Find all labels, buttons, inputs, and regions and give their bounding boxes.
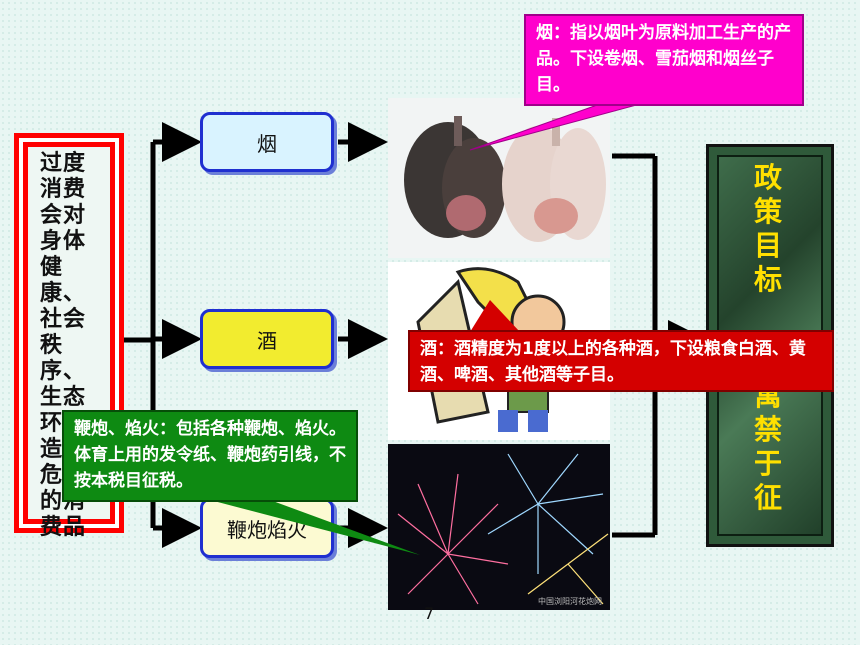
left-category-box: 过度消费会对身体健康、社会秩序、生态环境造成危害的消费品 <box>14 133 124 540</box>
policy-goal-text: 寓禁于征 <box>753 379 782 514</box>
item-label-alcohol: 酒 <box>257 328 277 353</box>
callout-fireworks: 鞭炮、焰火：包括各种鞭炮、焰火。体育上用的发令纸、鞭炮药引线，不按本税目征税。 <box>62 410 358 502</box>
policy-goal-title: 政策目标 <box>753 161 782 296</box>
item-label-tobacco: 烟 <box>257 131 277 156</box>
page-number: 7 <box>424 604 435 623</box>
photo-watermark: 中国浏阳河花炮网 <box>538 596 602 606</box>
item-box-alcohol: 酒 <box>200 309 334 369</box>
fireworks-image: 中国浏阳河花炮网 <box>388 444 610 610</box>
callout-alcohol: 酒：酒精度为1度以上的各种酒，下设粮食白酒、黄酒、啤酒、其他酒等子目。 <box>408 330 834 392</box>
lungs-image <box>388 98 610 258</box>
item-box-tobacco: 烟 <box>200 112 334 172</box>
callout-tobacco: 烟：指以烟叶为原料加工生产的产品。下设卷烟、雪茄烟和烟丝子目。 <box>524 14 804 106</box>
